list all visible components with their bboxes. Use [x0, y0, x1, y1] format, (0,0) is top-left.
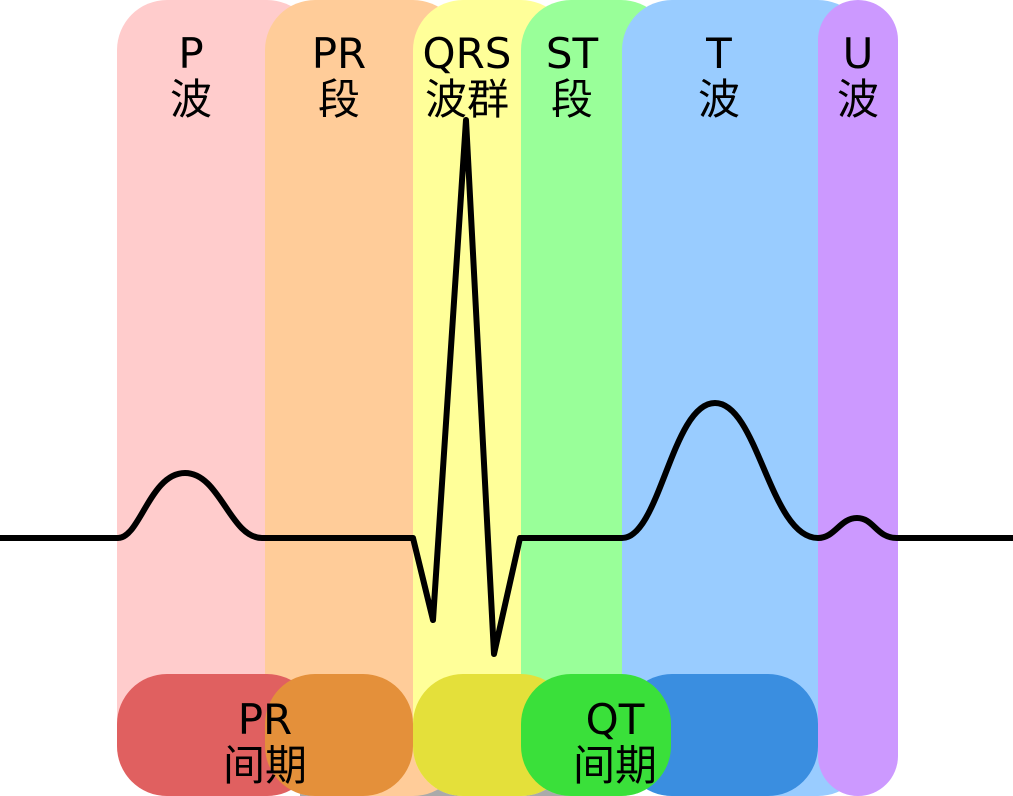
pr-interval-label-top: PR [238, 695, 293, 744]
pr-interval-bar-orange [265, 674, 413, 796]
qt-interval-label-top: QT [586, 695, 645, 744]
t-wave-label-top: T [705, 29, 732, 78]
st-segment-label-bottom: 段 [551, 75, 593, 124]
pr-segment-label-bottom: 段 [318, 75, 360, 124]
st-segment-label-top: ST [546, 29, 599, 78]
ecg-trace [0, 117, 1013, 657]
pr-segment-label-top: PR [312, 29, 367, 78]
u-wave-band [818, 0, 898, 796]
u-wave-label-top: U [843, 29, 874, 78]
p-wave-label-bottom: 波 [170, 75, 212, 124]
qrs-label-bottom: 波群 [425, 75, 509, 124]
qt-interval-label-bottom: 间期 [573, 741, 657, 790]
t-wave-label-bottom: 波 [698, 75, 740, 124]
pr-interval-bar-red [117, 674, 317, 796]
t-wave-band [622, 0, 868, 796]
p-wave-label-top: P [178, 29, 203, 78]
qt-interval-bar-green [521, 674, 671, 796]
u-wave-label-bottom: 波 [837, 75, 879, 124]
pr-interval-label-bottom: 间期 [223, 741, 307, 790]
qrs-label-top: QRS [423, 29, 512, 78]
qt-interval-bar-blue [622, 674, 818, 796]
